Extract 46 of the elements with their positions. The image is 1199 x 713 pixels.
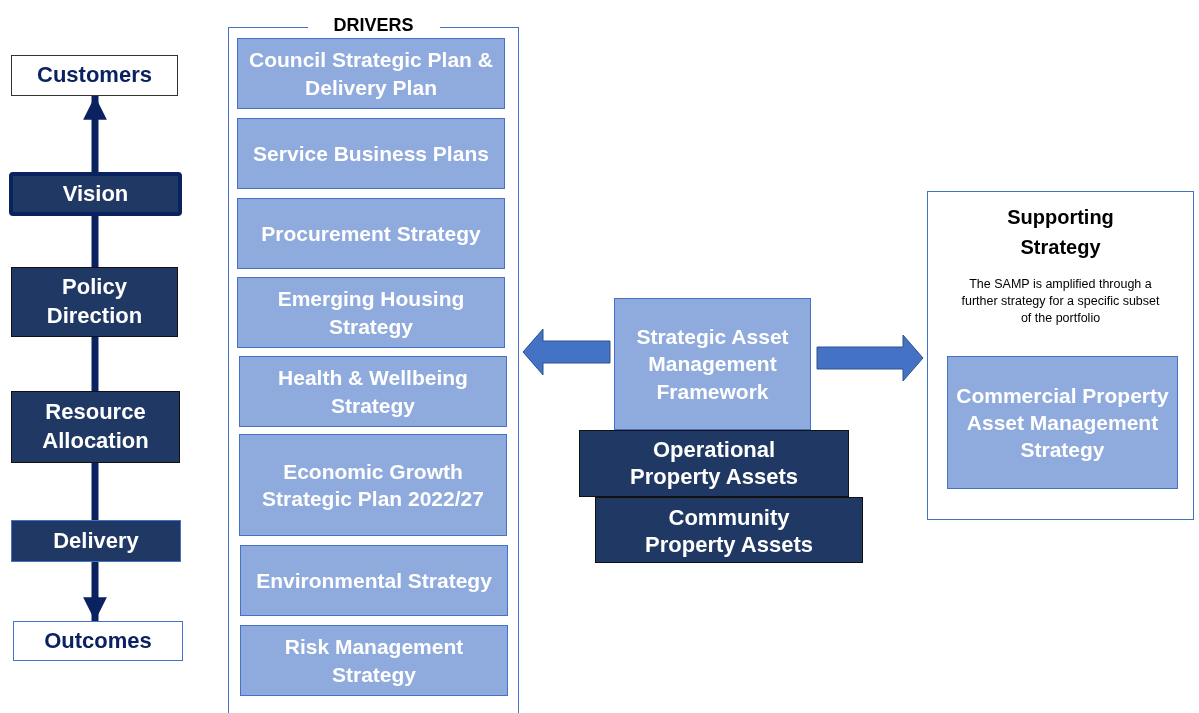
box-label: Commercial Property Asset Management Strategy xyxy=(955,382,1170,464)
end-box xyxy=(13,621,183,661)
strategy-box xyxy=(239,434,507,536)
strategy-box xyxy=(237,38,505,109)
box-label: Delivery xyxy=(53,526,139,555)
box-label: Strategic Asset Management Framework xyxy=(635,324,790,405)
asset-box xyxy=(579,430,849,497)
connector-line xyxy=(91,216,99,267)
box-label: Environmental Strategy xyxy=(256,567,492,594)
strategy-box xyxy=(240,625,508,696)
strategy-box xyxy=(237,118,505,189)
box-label: Economic Growth Strategic Plan 2022/27 xyxy=(261,458,485,512)
stage-box xyxy=(11,267,178,337)
box-label: Procurement Strategy xyxy=(261,220,481,247)
connector-line xyxy=(91,337,99,391)
stage-box xyxy=(11,391,180,463)
box-label: Resource Allocation xyxy=(41,398,150,455)
strategy-box xyxy=(614,298,811,430)
arrow xyxy=(83,562,107,621)
box-label: Emerging Housing Strategy xyxy=(276,286,466,340)
box-label: Health & Wellbeing Strategy xyxy=(277,365,469,419)
asset-box xyxy=(595,497,863,563)
strategy-box xyxy=(240,545,508,616)
panel-heading: Supporting Strategy xyxy=(1006,205,1115,260)
block-arrow xyxy=(816,334,924,382)
block-arrow xyxy=(522,328,611,376)
box-label: Council Strategic Plan & Delivery Plan xyxy=(248,47,494,101)
strategy-box xyxy=(237,277,505,348)
box-label: Community Property Assets xyxy=(644,505,814,558)
box-label: Vision xyxy=(62,179,129,208)
stage-box xyxy=(9,172,182,216)
box-label: Risk Management Strategy xyxy=(283,634,465,688)
strategy-box xyxy=(947,356,1178,489)
box-label: Operational Property Assets xyxy=(629,437,799,490)
box-label: Policy Direction xyxy=(45,273,144,330)
end-box xyxy=(11,55,178,96)
connector-line xyxy=(91,463,99,520)
supporting-panel xyxy=(927,191,1194,520)
strategy-box xyxy=(237,198,505,269)
arrow xyxy=(83,96,107,172)
box-label: Service Business Plans xyxy=(253,140,489,167)
box-label: Outcomes xyxy=(44,626,152,655)
strategy-box xyxy=(239,356,507,427)
panel-description: The SAMP is amplified through a further strategy for a specific subset of the portfolio xyxy=(960,276,1161,327)
stage-box xyxy=(11,520,181,562)
box-label: Customers xyxy=(37,61,152,90)
